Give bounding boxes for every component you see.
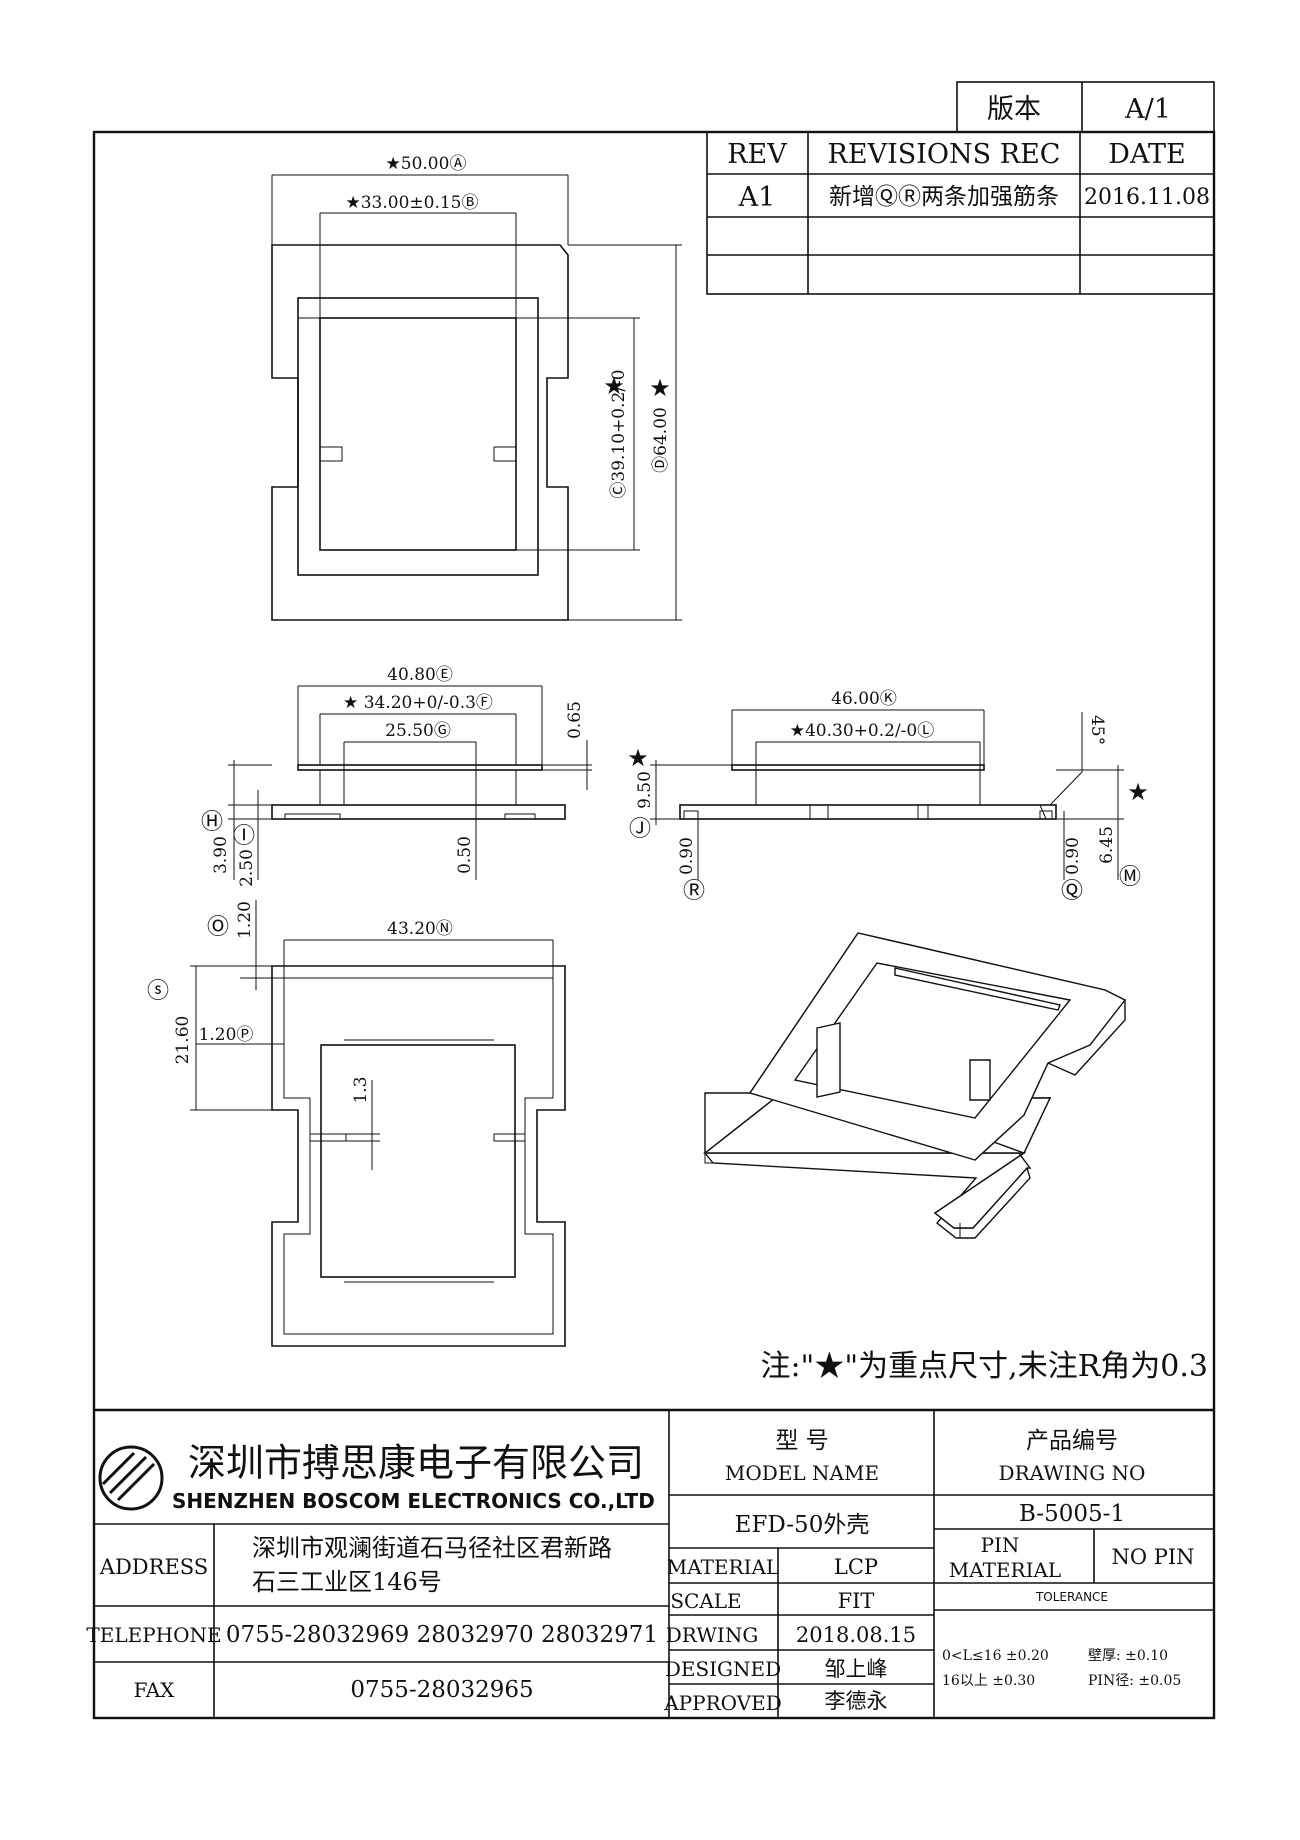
- dim-c: Ⓒ39.10+0.2/-0: [609, 369, 629, 498]
- pin-material-label: MATERIAL: [949, 1558, 1061, 1582]
- dim-090-right: 0.90: [1063, 837, 1083, 875]
- label-h: Ⓗ: [201, 810, 223, 835]
- side-view: 46.00Ⓚ ★40.30+0.2/-0Ⓛ 45° 9.50 ★ Ⓙ 0.90 …: [627, 689, 1149, 904]
- telephone-value: 0755-28032969 28032970 28032971: [226, 1622, 658, 1648]
- star-d: ★: [649, 374, 671, 402]
- star-m: ★: [1127, 778, 1149, 806]
- label-i: Ⓘ: [233, 824, 255, 849]
- rev-value: A1: [738, 182, 776, 213]
- revisions-rec-header: REVISIONS REC: [828, 139, 1061, 170]
- dim-13: 1.3: [351, 1076, 371, 1103]
- label-o: Ⓞ: [207, 915, 229, 940]
- dim-a: ★50.00Ⓐ: [386, 154, 467, 174]
- sheet-border: [92, 130, 1216, 1720]
- rev-date: 2016.11.08: [1084, 185, 1210, 210]
- tolerance-3: 壁厚: ±0.10: [1088, 1648, 1168, 1664]
- dim-250: 2.50: [237, 849, 257, 887]
- approved-value: 李德永: [825, 1689, 888, 1713]
- dim-065: 0.65: [565, 701, 585, 739]
- scale-label: SCALE: [670, 1589, 741, 1613]
- dim-d: Ⓓ64.00: [651, 407, 671, 473]
- top-view: ★50.00Ⓐ ★33.00±0.15Ⓑ Ⓒ39.10+0.2/-0 ★ Ⓓ64…: [271, 154, 682, 621]
- note-text: 注:"★"为重点尺寸,未注R角为0.3: [760, 1349, 1208, 1384]
- dim-e: 40.80Ⓔ: [387, 665, 453, 685]
- revision-table: REV REVISIONS REC DATE A1 新增ⓆⓇ两条加强筋条 201…: [706, 131, 1215, 295]
- dim-n: 43.20Ⓝ: [387, 919, 453, 939]
- dim-050: 0.50: [455, 836, 475, 874]
- model-label-cn: 型 号: [775, 1428, 828, 1454]
- dim-b: ★33.00±0.15Ⓑ: [345, 193, 478, 213]
- dim-2160: 21.60: [173, 1016, 193, 1065]
- designed-value: 邹上峰: [825, 1657, 888, 1681]
- address-line2: 石三工业区146号: [252, 1568, 442, 1596]
- model-label-en: MODEL NAME: [725, 1461, 879, 1485]
- address-line1: 深圳市观澜街道石马径社区君新路: [252, 1534, 612, 1562]
- scale-value: FIT: [838, 1589, 875, 1613]
- dim-p: 1.20Ⓟ: [199, 1025, 254, 1045]
- dim-45: 45°: [1087, 715, 1107, 745]
- model-value: EFD-50外壳: [735, 1512, 870, 1538]
- rev-record: 新增ⓆⓇ两条加强筋条: [829, 184, 1059, 210]
- fax-label: FAX: [134, 1678, 176, 1702]
- pin-label: PIN: [981, 1533, 1020, 1557]
- title-block: 深圳市搏思康电子有限公司 SHENZHEN BOSCOM ELECTRONICS…: [86, 1408, 1214, 1718]
- drawing-value: B-5005-1: [1019, 1501, 1125, 1527]
- telephone-label: TELEPHONE: [86, 1623, 221, 1647]
- dim-k: 46.00Ⓚ: [831, 689, 897, 709]
- drawing-label-en: DRAWING NO: [999, 1461, 1146, 1485]
- dim-090-left: 0.90: [677, 837, 697, 875]
- drawing-label-cn: 产品编号: [1026, 1428, 1118, 1454]
- company-name-cn: 深圳市搏思康电子有限公司: [188, 1441, 644, 1485]
- dim-950: 9.50: [635, 771, 655, 809]
- drwing-value: 2018.08.15: [796, 1623, 916, 1647]
- rev-header: REV: [727, 139, 787, 170]
- version-value: A/1: [1124, 94, 1171, 125]
- tolerance-4: PIN径: ±0.05: [1088, 1673, 1181, 1689]
- approved-label: APPROVED: [663, 1691, 782, 1715]
- material-label: MATERIAL: [667, 1555, 779, 1579]
- version-label: 版本: [987, 94, 1041, 125]
- dim-645: 6.45: [1097, 826, 1117, 864]
- company-name-en: SHENZHEN BOSCOM ELECTRONICS CO.,LTD: [172, 1489, 655, 1513]
- star-j: ★: [627, 744, 649, 772]
- pin-value: NO PIN: [1111, 1545, 1194, 1569]
- designed-label: DESIGNED: [665, 1657, 781, 1681]
- dim-f: ★ 34.20+0/-0.3Ⓕ: [343, 693, 493, 713]
- company-logo: [98, 1445, 164, 1511]
- drwing-label: DRWING: [666, 1623, 759, 1647]
- tolerance-label: TOLERANCE: [1035, 1590, 1108, 1604]
- bottom-view: 43.20Ⓝ 1.20 Ⓞ 21.60 ⓢ 1.20Ⓟ 1.3: [147, 900, 566, 1347]
- fax-value: 0755-28032965: [350, 1677, 533, 1703]
- label-q: Ⓠ: [1061, 879, 1083, 904]
- date-header: DATE: [1108, 139, 1185, 170]
- label-j: Ⓙ: [629, 817, 651, 842]
- address-label: ADDRESS: [99, 1555, 208, 1579]
- dim-120-o: 1.20: [235, 901, 255, 939]
- version-box: 版本 A/1: [956, 81, 1215, 133]
- tolerance-2: 16以上 ±0.30: [942, 1673, 1035, 1689]
- dim-l: ★40.30+0.2/-0Ⓛ: [790, 721, 934, 741]
- isometric-view: [702, 932, 1127, 1239]
- dim-g: 25.50Ⓖ: [385, 721, 451, 741]
- material-value: LCP: [834, 1555, 878, 1579]
- star-c: ★: [603, 372, 625, 400]
- label-m: Ⓜ: [1119, 865, 1141, 890]
- tolerance-1: 0<L≤16 ±0.20: [942, 1648, 1049, 1664]
- label-s: ⓢ: [147, 979, 169, 1004]
- label-r: Ⓡ: [683, 879, 705, 904]
- front-view: 40.80Ⓔ ★ 34.20+0/-0.3Ⓕ 25.50Ⓖ 0.65 Ⓗ Ⓘ 3…: [201, 665, 592, 887]
- dim-390: 3.90: [211, 836, 231, 874]
